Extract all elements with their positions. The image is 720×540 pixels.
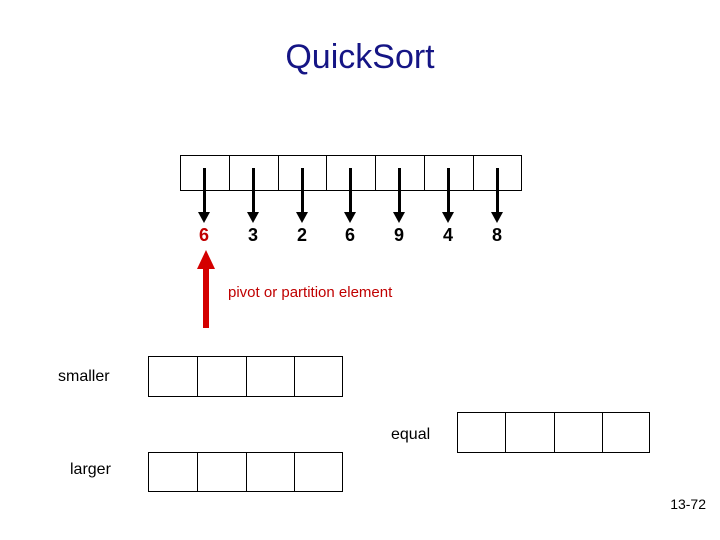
down-arrow-icon (342, 168, 358, 223)
down-arrow-icon (196, 168, 212, 223)
arrow-shaft (203, 266, 209, 328)
array-value-4: 9 (393, 225, 404, 245)
arrow-shaft (348, 168, 352, 214)
partition-label-larger: larger (70, 461, 111, 478)
arrow-head (247, 212, 259, 223)
arrow-head (491, 212, 503, 223)
pivot-caption: pivot or partition element (228, 284, 393, 301)
partition-label-equal: equal (391, 426, 431, 443)
down-arrow-icon (245, 168, 261, 223)
arrow-head (393, 212, 405, 223)
down-arrow-icon (489, 168, 505, 223)
arrow-head (198, 212, 210, 223)
arrow-shaft (300, 168, 304, 214)
bucket-cell (148, 356, 197, 397)
arrow-head (197, 250, 215, 269)
bucket-cell (601, 412, 651, 453)
partition-label-smaller: smaller (58, 368, 110, 385)
arrow-shaft (251, 168, 255, 214)
arrow-shaft (446, 168, 450, 214)
array-value-0: 6 (198, 225, 209, 245)
arrow-shaft (397, 168, 401, 214)
bucket-cell (553, 412, 602, 453)
page-number: 13-72 (670, 496, 706, 512)
bucket-cell (245, 356, 295, 397)
down-arrow-icon (440, 168, 456, 223)
partition-bucket-larger (148, 452, 344, 492)
arrow-head (344, 212, 356, 223)
bucket-cell (196, 452, 246, 492)
array-value-5: 4 (442, 225, 453, 245)
bucket-cell (505, 412, 554, 453)
partition-bucket-smaller (148, 356, 344, 397)
arrow-shaft (495, 168, 499, 214)
arrow-head (296, 212, 308, 223)
array-value-6: 8 (491, 225, 502, 245)
bucket-cell (148, 452, 197, 492)
down-arrow-icon (294, 168, 310, 223)
bucket-cell (294, 452, 344, 492)
array-value-3: 6 (344, 225, 355, 245)
arrow-shaft (202, 168, 206, 214)
partition-bucket-equal (457, 412, 651, 453)
arrow-head (442, 212, 454, 223)
bucket-cell (245, 452, 295, 492)
array-value-1: 3 (247, 225, 258, 245)
down-arrow-icon (391, 168, 407, 223)
pivot-up-arrow-icon (196, 250, 216, 328)
array-value-2: 2 (296, 225, 307, 245)
page-title: QuickSort (285, 38, 435, 76)
bucket-cell (196, 356, 246, 397)
bucket-cell (457, 412, 506, 453)
bucket-cell (294, 356, 344, 397)
